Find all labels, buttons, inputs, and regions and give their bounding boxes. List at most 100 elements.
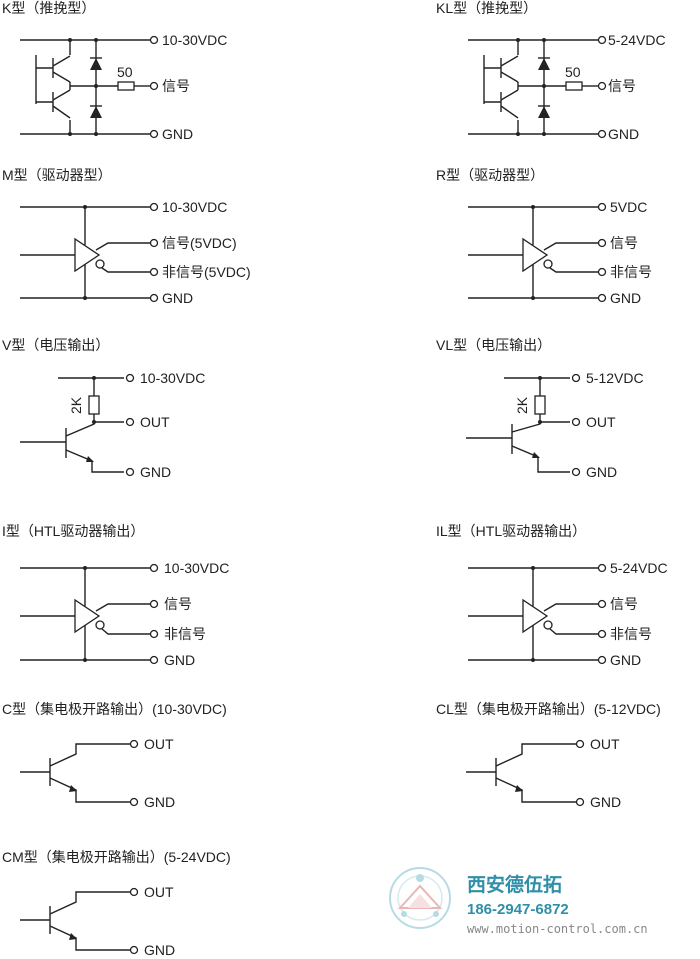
gnd-label: GND [162,290,193,306]
line-driver-circuit [468,205,598,300]
panel-title: IL型（HTL驱动器输出） [436,523,586,539]
terminal [597,599,607,609]
terminal [597,629,607,639]
panel-title: C型（集电极开路输出）(10-30VDC) [2,701,227,717]
supply-label: 10-30VDC [162,32,227,48]
supply-label: 5-12VDC [586,370,644,386]
brand-url: www.motion-control.com.cn [467,922,648,936]
terminal [129,739,139,749]
panel-c: C型（集电极开路输出）(10-30VDC) OUT GND [2,701,227,810]
line-driver-circuit [20,205,150,300]
open-collector-circuit [466,743,576,803]
gnd-label: GND [610,652,641,668]
panel-title: I型（HTL驱动器输出） [2,523,144,539]
gnd-label: GND [608,126,639,142]
signal-label: 信号 [610,596,638,612]
terminal [125,373,135,383]
brand-phone: 186-2947-6872 [467,901,569,918]
open-collector-circuit [20,891,130,951]
panel-i: I型（HTL驱动器输出） 10-30VDC 信号 非信号 GND [2,523,229,668]
gnd-label: GND [144,942,175,958]
terminal [597,129,607,139]
supply-label: 10-30VDC [162,199,227,215]
terminal [129,945,139,955]
signal-label: 信号 [608,78,636,94]
terminal [129,887,139,897]
gnd-label: GND [162,126,193,142]
terminal [149,35,159,45]
out-label: OUT [144,884,174,900]
supply-label: 10-30VDC [164,560,229,576]
signal-label: 信号 [164,596,192,612]
panel-title: M型（驱动器型） [2,167,112,183]
out-label: OUT [590,736,620,752]
gnd-label: GND [590,794,621,810]
terminal [125,417,135,427]
panel-m: M型（驱动器型） 10-30VDC 信号(5VDC) 非信号(5VDC) GND [2,167,251,306]
gnd-label: GND [586,464,617,480]
voltage-output-circuit [20,376,124,473]
push-pull-circuit [468,38,598,136]
panel-title: KL型（推挽型） [436,0,537,16]
supply-label: 10-30VDC [140,370,205,386]
terminal [597,267,607,277]
terminal [149,267,159,277]
line-driver-circuit [468,566,598,662]
out-label: OUT [586,414,616,430]
terminal [597,563,607,573]
supply-label: 5-24VDC [608,32,666,48]
terminal [597,81,607,91]
terminal [149,563,159,573]
terminal [597,655,607,665]
terminal [575,739,585,749]
terminal [149,202,159,212]
terminal [597,202,607,212]
terminal [571,417,581,427]
resistor-value: 50 [565,64,581,80]
panel-title: VL型（电压输出） [436,337,551,353]
panel-k: K型（推挽型） [2,0,227,142]
open-collector-circuit [20,743,130,803]
line-driver-circuit [20,566,150,662]
resistor-value: 2K [514,396,530,414]
signal-label: 信号 [162,78,190,94]
gnd-label: GND [140,464,171,480]
gnd-label: GND [164,652,195,668]
panel-cl: CL型（集电极开路输出）(5-12VDC) OUT GND [436,701,661,810]
terminal [571,373,581,383]
inverted-signal-label: 非信号(5VDC) [162,264,251,280]
gnd-label: GND [610,290,641,306]
supply-label: 5VDC [610,199,647,215]
gnd-label: GND [144,794,175,810]
out-label: OUT [144,736,174,752]
terminal [125,467,135,477]
panel-cm: CM型（集电极开路输出）(5-24VDC) OUT GND [2,849,231,958]
signal-label: 信号 [610,235,638,251]
terminal [597,238,607,248]
resistor-value: 2K [68,396,84,414]
terminal [149,238,159,248]
inverted-signal-label: 非信号 [610,626,652,642]
terminal [149,129,159,139]
push-pull-circuit [20,38,150,136]
terminal [575,797,585,807]
resistor-value: 50 [117,64,133,80]
panel-il: IL型（HTL驱动器输出） 5-24VDC 信号 非信号 GND [436,523,668,668]
inverted-signal-label: 非信号 [610,264,652,280]
terminal [571,467,581,477]
terminal [129,797,139,807]
brand-watermark: 西安德伍拓 186-2947-6872 www.motion-control.c… [389,867,648,936]
terminal [597,35,607,45]
signal-label: 信号(5VDC) [162,235,237,251]
supply-label: 5-24VDC [610,560,668,576]
voltage-output-circuit [466,376,570,473]
panel-vl: VL型（电压输出） 2K 5-12VDC OUT GND [436,337,644,480]
terminal [149,655,159,665]
terminal [597,293,607,303]
terminal [149,293,159,303]
brand-name: 西安德伍拓 [467,873,562,896]
panel-title: V型（电压输出） [2,337,109,353]
panel-v: V型（电压输出） 2K 10-30VDC OUT GND [2,337,205,480]
panel-r: R型（驱动器型） 5VDC 信号 非信号 GND [436,167,652,306]
